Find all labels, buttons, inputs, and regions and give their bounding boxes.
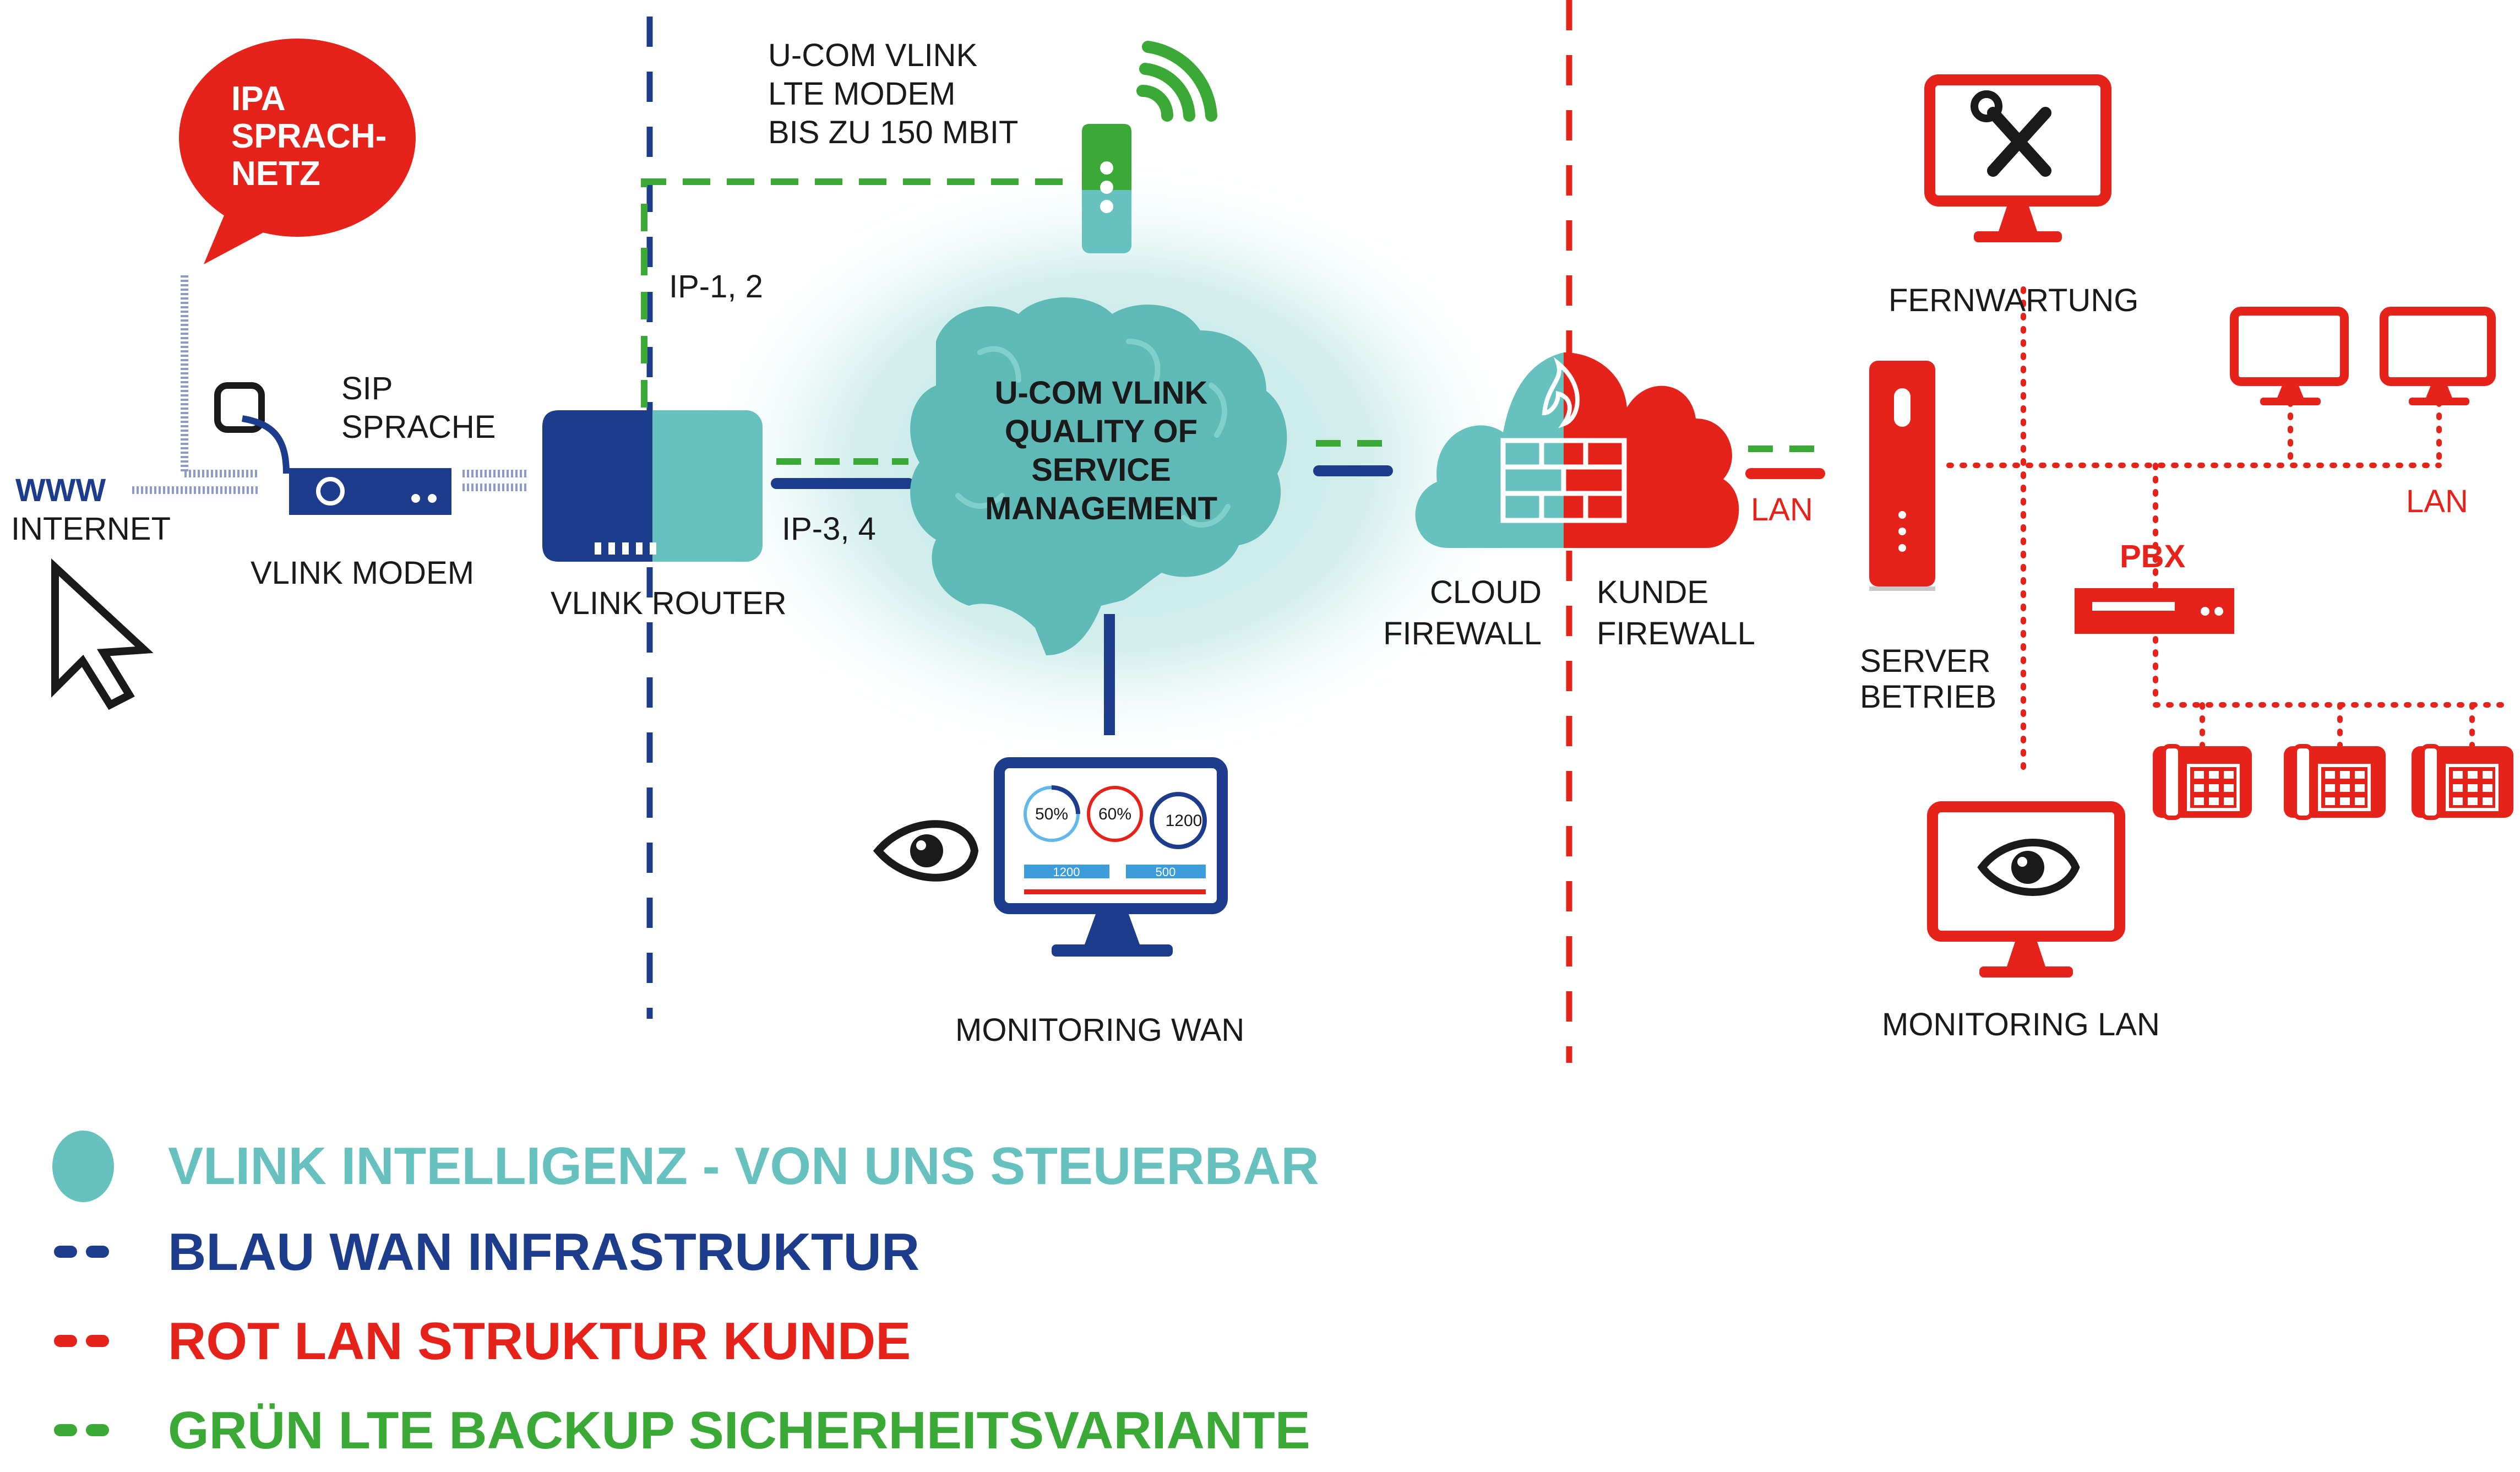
internet-label: INTERNET	[11, 511, 171, 547]
server-icon	[1869, 361, 1935, 591]
brain-folds	[955, 339, 1231, 528]
lan-network	[1946, 286, 2513, 774]
modem-cord	[241, 415, 290, 474]
client-monitor-icon	[2380, 307, 2496, 405]
brain-label-line1: U-COM VLINK	[995, 375, 1208, 411]
ipa-label-line1: IPA	[231, 80, 286, 118]
lte-label-line3: BIS ZU 150 MBIT	[768, 115, 1018, 150]
vlink-router-label: VLINK ROUTER	[551, 585, 787, 621]
lte-modem-icon	[1082, 124, 1131, 253]
server-label-line1: SERVER	[1860, 643, 1990, 679]
kunde-firewall-label-line1: KUNDE	[1597, 574, 1708, 610]
monitoring-lan-label: MONITORING LAN	[1882, 1007, 2160, 1042]
lte-backup-line	[641, 178, 1079, 408]
fernwartung-label: FERNWARTUNG	[1888, 283, 2138, 318]
legend-dash-red	[54, 1335, 109, 1347]
cloud-firewall-icon	[1415, 352, 1739, 548]
speech-bubble-icon	[179, 39, 416, 264]
monitor-icon	[994, 757, 1228, 957]
phone-icon	[2153, 744, 2252, 820]
vlink-modem-label: VLINK MODEM	[251, 555, 474, 591]
sip-label-line1: SIP	[341, 371, 393, 406]
lte-label-line1: U-COM VLINK	[768, 37, 978, 73]
modem-icon	[289, 468, 451, 515]
brain-label-line2: QUALITY OF	[1005, 414, 1198, 449]
lan-label-left: LAN	[1751, 492, 1813, 528]
lte-label-line2: LTE MODEM	[768, 76, 956, 112]
tools-icon	[1924, 74, 2111, 242]
ipa-label-line3: NETZ	[231, 155, 320, 193]
pbx-icon	[2075, 588, 2234, 634]
phone-jack-icon	[214, 382, 265, 433]
phone-cable	[181, 275, 259, 477]
bar2-value: 500	[1156, 865, 1176, 879]
monitoring-wan-label: MONITORING WAN	[955, 1012, 1244, 1048]
eye-icon	[873, 820, 979, 882]
gauge3-value: 1200	[1166, 812, 1202, 830]
pbx-label: PBX	[2120, 539, 2186, 574]
brain-icon	[910, 297, 1287, 655]
ipa-label-line2: SPRACH-	[231, 117, 387, 155]
wifi-icon	[1136, 41, 1217, 122]
client-monitor-icon	[2230, 307, 2349, 405]
phone-icon	[2284, 744, 2386, 820]
eye-icon	[1977, 839, 2080, 896]
bar1-value: 1200	[1053, 865, 1080, 879]
ip34-label: IP-3, 4	[782, 511, 876, 547]
sip-label-line2: SPRACHE	[341, 409, 496, 445]
cloud-firewall-label-line2: FIREWALL	[1383, 616, 1542, 651]
router-icon	[542, 410, 763, 562]
gauge1-value: 50%	[1035, 805, 1068, 823]
www-label: WWW	[15, 472, 106, 508]
phone-icon	[2412, 744, 2513, 820]
legend-dash-green	[54, 1424, 109, 1436]
legend-dash-blue	[54, 1246, 109, 1258]
lan-label-right: LAN	[2406, 484, 2468, 519]
brain-label-line3: SERVICE	[1031, 452, 1171, 488]
legend-dot-teal	[52, 1131, 114, 1202]
legend-item-lan: ROT LAN STRUKTUR KUNDE	[168, 1312, 911, 1371]
legend-item-intelligence: VLINK INTELLIGENZ - VON UNS STEUERBAR	[168, 1137, 1319, 1196]
legend-item-lte: GRÜN LTE BACKUP SICHERHEITSVARIANTE	[168, 1401, 1310, 1460]
gauge2-value: 60%	[1098, 805, 1131, 823]
cursor-icon	[51, 558, 154, 710]
kunde-firewall-label-line2: FIREWALL	[1597, 616, 1755, 651]
legend-item-wan: BLAU WAN INFRASTRUKTUR	[168, 1223, 920, 1281]
server-label-line2: BETRIEB	[1860, 679, 1996, 715]
cloud-firewall-label-line1: CLOUD	[1430, 574, 1542, 610]
ip12-label: IP-1, 2	[669, 269, 763, 305]
brain-label-line4: MANAGEMENT	[985, 491, 1217, 526]
